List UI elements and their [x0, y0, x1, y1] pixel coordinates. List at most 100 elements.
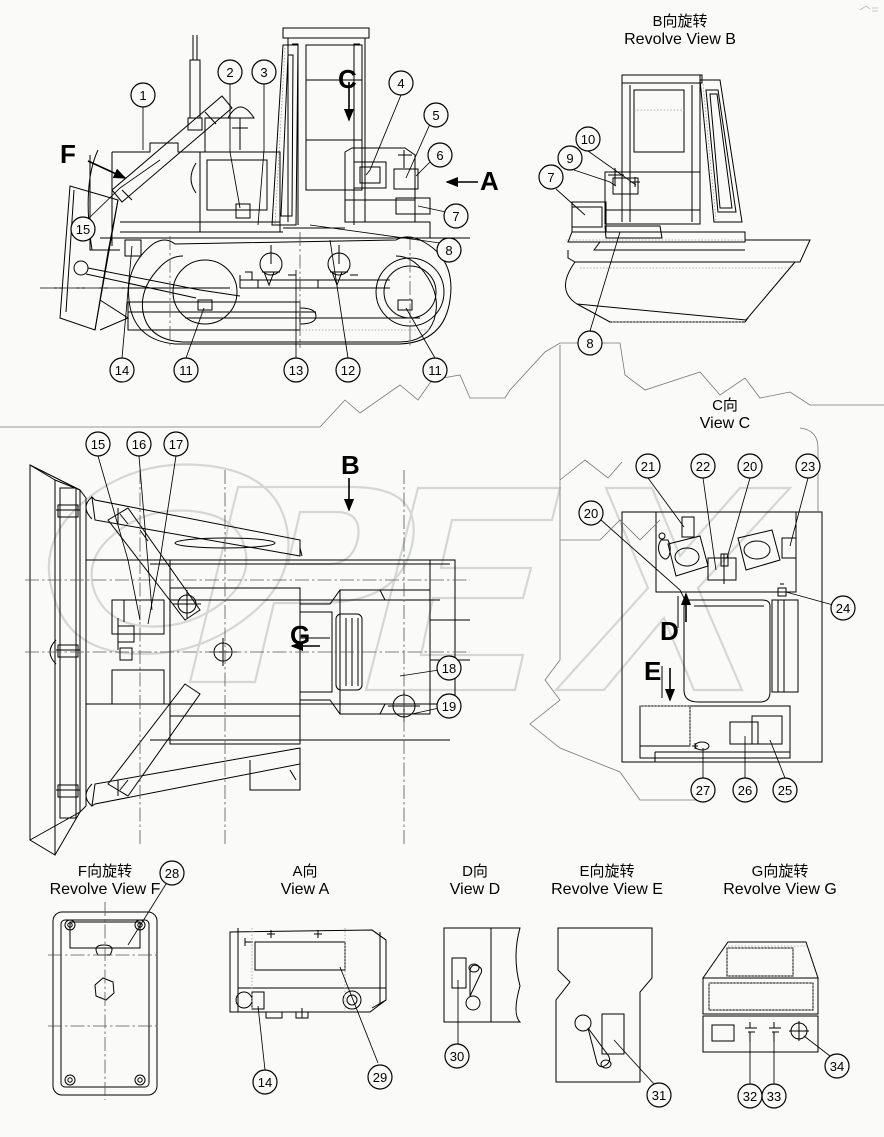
- view-title-revolve-b-cn: B向旋转: [652, 13, 708, 30]
- balloon-32: 32: [737, 1083, 763, 1109]
- balloon-8b: 8: [577, 330, 603, 356]
- view-title-revolve-e-cn: E向旋转: [579, 863, 635, 880]
- revolve-view-b: [555, 74, 811, 332]
- view-a: [229, 928, 387, 1071]
- svg-text:5: 5: [432, 108, 439, 123]
- svg-text:10: 10: [581, 132, 595, 147]
- balloon-6: 6: [427, 142, 453, 168]
- corner-mark: [859, 5, 878, 12]
- svg-text:15: 15: [91, 437, 105, 452]
- balloon-28: 28: [159, 860, 185, 886]
- revolve-view-f: [48, 883, 167, 1100]
- svg-text:24: 24: [836, 601, 850, 616]
- view-title-revolve-g: G向旋转 Revolve View G: [695, 863, 865, 899]
- view-d: [443, 927, 522, 1045]
- view-title-view-a-cn: A向: [292, 863, 318, 880]
- callout-balloons: 1 2 3 4 5 6 7 8 15 14 11 13 12 11 10 9 7…: [70, 59, 856, 1109]
- balloon-23: 23: [795, 453, 821, 479]
- balloon-26: 26: [732, 777, 758, 803]
- svg-text:13: 13: [289, 363, 303, 378]
- balloon-18: 18: [436, 655, 462, 681]
- svg-text:1: 1: [139, 88, 146, 103]
- balloon-17: 17: [163, 431, 189, 457]
- svg-text:14: 14: [258, 1075, 272, 1090]
- balloon-15b: 15: [85, 431, 111, 457]
- revolve-view-g: [702, 941, 831, 1084]
- section-letter-f: F: [60, 139, 76, 169]
- svg-text:20: 20: [584, 506, 598, 521]
- balloon-15: 15: [70, 216, 96, 242]
- svg-text:11: 11: [428, 363, 442, 378]
- section-letter-e: E: [644, 656, 662, 686]
- balloon-7: 7: [443, 203, 469, 229]
- svg-text:25: 25: [778, 783, 792, 798]
- balloon-16: 16: [126, 431, 152, 457]
- svg-text:30: 30: [450, 1049, 464, 1064]
- balloon-7b: 7: [538, 164, 564, 190]
- svg-text:32: 32: [743, 1089, 757, 1104]
- view-title-revolve-g-cn: G向旋转: [751, 863, 809, 880]
- view-title-view-c-en: View C: [699, 414, 751, 432]
- balloon-22: 22: [690, 453, 716, 479]
- view-title-revolve-b: B向旋转 Revolve View B: [605, 13, 755, 49]
- svg-text:8: 8: [586, 336, 593, 351]
- svg-text:4: 4: [397, 76, 404, 91]
- svg-text:31: 31: [652, 1088, 666, 1103]
- svg-text:3: 3: [260, 65, 267, 80]
- balloon-20a: 20: [737, 453, 763, 479]
- view-title-view-d-cn: D向: [462, 863, 488, 880]
- balloon-1: 1: [130, 82, 156, 108]
- view-c: [600, 477, 834, 779]
- balloon-3: 3: [251, 59, 277, 85]
- balloon-4: 4: [388, 70, 414, 96]
- view-title-view-d-en: View D: [449, 880, 501, 898]
- svg-text:15: 15: [76, 222, 90, 237]
- svg-text:33: 33: [767, 1089, 781, 1104]
- svg-text:26: 26: [738, 783, 752, 798]
- plan-view: [25, 455, 470, 856]
- balloon-27: 27: [690, 777, 716, 803]
- svg-text:9: 9: [566, 151, 573, 166]
- view-title-revolve-f: F向旋转 Revolve View F: [22, 863, 188, 899]
- balloon-19: 19: [436, 693, 462, 719]
- balloon-31: 31: [646, 1082, 672, 1108]
- section-letter-b: B: [341, 450, 360, 480]
- balloon-21: 21: [635, 453, 661, 479]
- svg-text:34: 34: [830, 1059, 844, 1074]
- balloon-9: 9: [557, 145, 583, 171]
- view-title-view-c-cn: C向: [712, 397, 738, 414]
- view-title-revolve-b-en: Revolve View B: [624, 30, 736, 48]
- section-letter-g: G: [290, 620, 311, 650]
- balloon-24: 24: [830, 595, 856, 621]
- view-title-revolve-g-en: Revolve View G: [723, 880, 837, 898]
- balloon-5: 5: [423, 102, 449, 128]
- balloon-20b: 20: [578, 500, 604, 526]
- section-letter-d: D: [660, 616, 679, 646]
- view-title-view-c: C向 View C: [655, 397, 795, 433]
- balloon-25: 25: [772, 777, 798, 803]
- svg-text:28: 28: [165, 866, 179, 881]
- svg-text:18: 18: [442, 661, 456, 676]
- section-arrow-lines: [87, 82, 478, 188]
- balloon-30: 30: [444, 1043, 470, 1069]
- svg-text:12: 12: [341, 363, 355, 378]
- svg-text:6: 6: [436, 148, 443, 163]
- svg-text:21: 21: [641, 459, 655, 474]
- view-title-revolve-e-en: Revolve View E: [551, 880, 663, 898]
- break-line-upper: [0, 342, 884, 428]
- view-title-view-d: D向 View D: [420, 863, 530, 899]
- balloon-34: 34: [824, 1053, 850, 1079]
- break-line-view-c: [529, 345, 819, 801]
- svg-text:7: 7: [547, 170, 554, 185]
- section-letter-a: A: [480, 166, 499, 196]
- svg-text:20: 20: [743, 459, 757, 474]
- svg-text:17: 17: [169, 437, 183, 452]
- view-title-revolve-e: E向旋转 Revolve View E: [524, 863, 690, 899]
- balloon-14: 14: [109, 357, 135, 383]
- svg-text:23: 23: [801, 459, 815, 474]
- balloon-11b: 11: [422, 357, 448, 383]
- balloon-33: 33: [761, 1083, 787, 1109]
- balloon-29: 29: [367, 1064, 393, 1090]
- watermark-opex: [47, 463, 793, 692]
